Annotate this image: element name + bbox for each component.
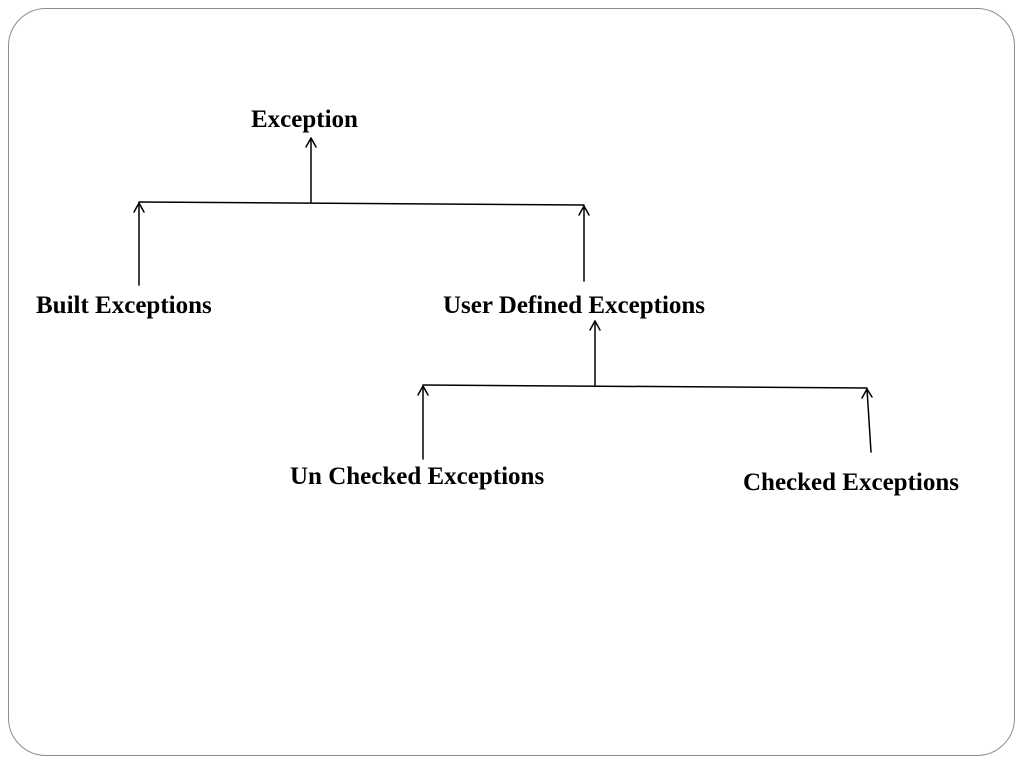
unchecked-edge-arrowhead [417,385,429,396]
slide-frame [8,8,1015,756]
root-branch-line [138,201,585,206]
user-defined-stem-arrowhead [589,320,601,331]
root-stem-arrowhead [305,137,317,148]
built-edge-arrowhead [133,202,145,213]
node-exception: Exception [251,106,358,133]
user-defined-edge-arrowhead [578,205,590,216]
node-built-exceptions: Built Exceptions [36,292,212,319]
node-unchecked-exceptions: Un Checked Exceptions [290,463,545,490]
node-user-defined-exceptions: User Defined Exceptions [443,292,706,319]
user-defined-branch-line [422,384,868,389]
checked-edge-line [866,388,872,453]
checked-edge-arrowhead [861,388,873,399]
node-checked-exceptions: Checked Exceptions [743,469,959,496]
